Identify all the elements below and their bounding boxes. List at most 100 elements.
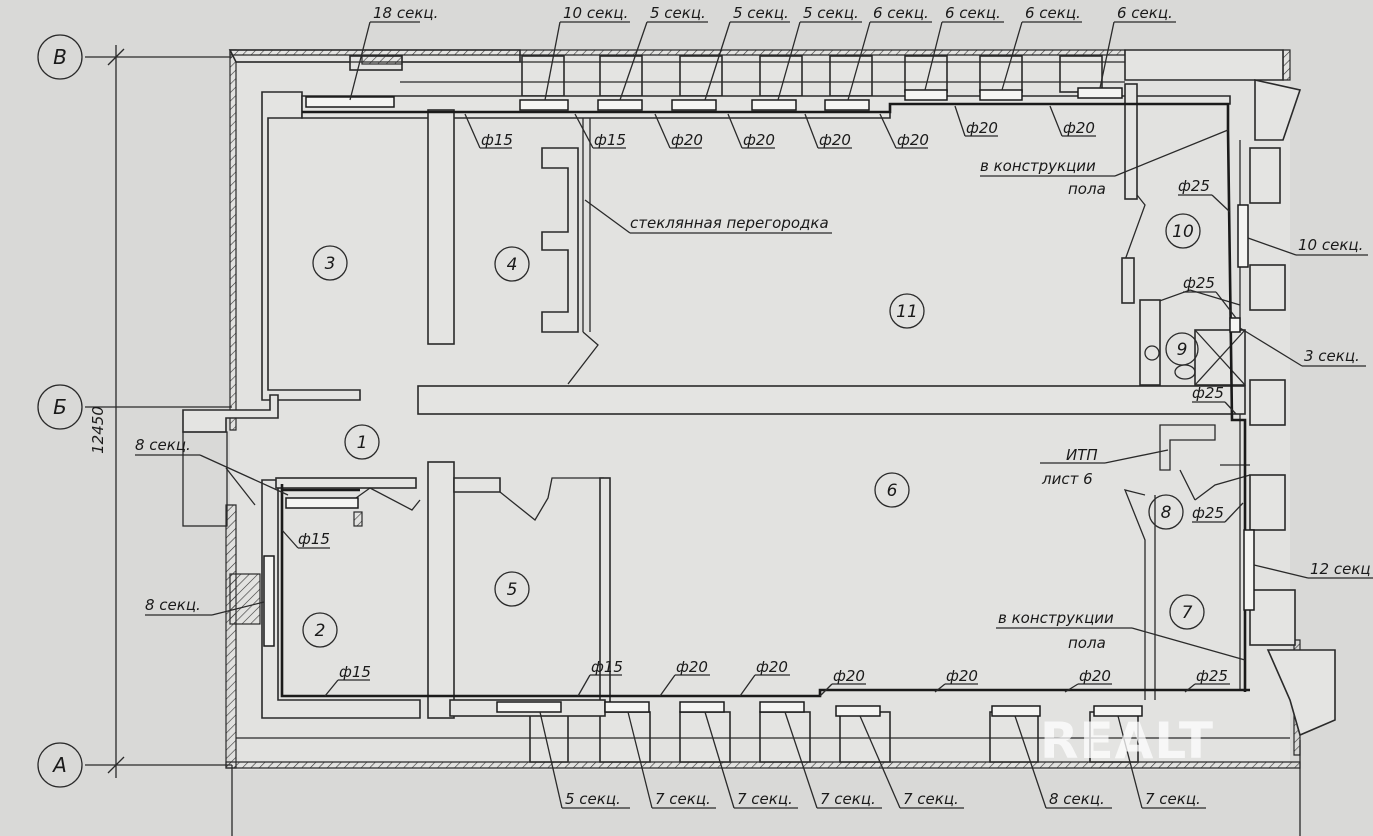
pipe-label: ф20	[671, 131, 703, 149]
radiator	[979, 89, 1023, 101]
pipe-label: ф20	[676, 658, 708, 676]
pipe-label: ф20	[1079, 667, 1111, 685]
radiator	[1237, 204, 1249, 268]
radiator-label: 5 секц.	[803, 4, 859, 22]
itp-note-sheet: лист 6	[1041, 470, 1093, 488]
radiator-label: 8 секц.	[135, 436, 191, 454]
radiator	[1243, 529, 1255, 611]
room-number: 7	[1182, 603, 1193, 623]
radiator-label: 10 секц.	[1298, 236, 1363, 254]
grid-axes: В Б А 12450	[37, 34, 1301, 836]
radiator	[597, 99, 643, 111]
watermark: REALT	[1040, 712, 1214, 770]
radiator-labels-top: 18 секц. 10 секц. 5 секц. 5 секц. 5 секц…	[349, 4, 1176, 101]
radiator-label: 7 секц.	[820, 790, 876, 808]
window-piers-top	[236, 55, 1125, 97]
radiator-labels-bottom: 5 секц. 7 секц. 7 секц. 7 секц. 7 секц. …	[539, 711, 1206, 809]
radiator-label: 8 секц.	[1049, 790, 1105, 808]
pipe-labels-bottom: ф15 ф15 ф20 ф20 ф20 ф20 ф20 ф25	[324, 658, 1230, 697]
pipe-label: ф20	[833, 667, 865, 685]
room-number: 1	[357, 433, 368, 453]
radiator	[835, 705, 881, 717]
radiator-label: 7 секц.	[737, 790, 793, 808]
glass-partition-note: стеклянная перегородка	[630, 214, 829, 232]
radiator-label: 10 секц.	[563, 4, 628, 22]
itp-note: ИТП	[1066, 446, 1098, 464]
radiator	[285, 497, 359, 509]
pipe-label: ф25	[1178, 177, 1210, 195]
pipe-label: ф25	[1192, 504, 1224, 522]
annotations: стеклянная перегородка в конструкции пол…	[584, 129, 1246, 661]
pipe-label: ф15	[339, 663, 371, 681]
pipe-label: ф15	[481, 131, 513, 149]
pipe-label: ф20	[897, 131, 929, 149]
radiator	[759, 701, 805, 713]
radiator-label: 5 секц.	[650, 4, 706, 22]
radiator-label: 8 секц.	[145, 596, 201, 614]
left-labels: 8 секц. 8 секц. ф15	[135, 436, 330, 616]
room-number: 2	[315, 621, 326, 641]
radiator	[991, 705, 1041, 717]
room-number: 3	[325, 254, 336, 274]
radiator	[1229, 317, 1241, 333]
pipe-label: ф20	[756, 658, 788, 676]
pipe-labels-top: ф15 ф15 ф20 ф20 ф20 ф20 ф20 ф20	[464, 105, 1096, 149]
room-number: 8	[1161, 503, 1172, 523]
radiator-label: 6 секц.	[873, 4, 929, 22]
axis-marker-top	[37, 34, 83, 80]
in-floor-note-bottom-2: пола	[1068, 634, 1106, 652]
in-floor-note-top: в конструкции	[980, 157, 1096, 175]
radiator-label: 3 секц.	[1304, 347, 1360, 365]
radiator-label: 7 секц.	[1145, 790, 1201, 808]
room-number: 10	[1172, 222, 1194, 242]
pipe-label: ф20	[946, 667, 978, 685]
pipe-label: ф20	[966, 119, 998, 137]
room-number: 5	[507, 580, 518, 600]
radiator	[671, 99, 717, 111]
radiator-label: 5 секц.	[733, 4, 789, 22]
pipe-label: ф20	[1063, 119, 1095, 137]
axis-label-bottom: А	[51, 753, 67, 777]
in-floor-note-bottom: в конструкции	[998, 609, 1114, 627]
radiator	[519, 99, 569, 111]
room-numbers: 1 2 3 4 5 6 7 8 9 10 11	[302, 213, 1205, 648]
radiator	[679, 701, 725, 713]
radiators	[229, 87, 1255, 717]
pipe-label: ф25	[1183, 274, 1215, 292]
pipe-label: ф20	[743, 131, 775, 149]
in-floor-note-top-2: пола	[1068, 180, 1106, 198]
room-number: 4	[507, 255, 518, 275]
radiator	[904, 89, 948, 101]
axis-label-middle: Б	[53, 395, 67, 419]
room-number: 11	[896, 302, 918, 322]
pipe-label: ф15	[594, 131, 626, 149]
radiator	[824, 99, 870, 111]
window-piers-right	[1239, 79, 1336, 737]
radiator	[604, 701, 650, 713]
axis-marker-middle	[37, 384, 83, 430]
radiator-label: 5 секц.	[565, 790, 621, 808]
pipe-label: ф20	[819, 131, 851, 149]
radiator	[305, 96, 395, 108]
radiator-label: 6 секц.	[1025, 4, 1081, 22]
radiator	[1077, 87, 1123, 99]
window-piers-bottom	[236, 711, 1290, 763]
radiator-label: 12 секц	[1310, 560, 1371, 578]
radiator	[263, 555, 275, 647]
radiator	[751, 99, 797, 111]
pipe-label: ф25	[1196, 667, 1228, 685]
axis-label-top: В	[53, 45, 67, 69]
pipe-label: ф15	[591, 658, 623, 676]
overall-dimension: 12450	[89, 406, 107, 454]
radiator-label: 18 секц.	[373, 4, 438, 22]
room-number: 9	[1177, 340, 1188, 360]
radiator	[496, 701, 562, 713]
pipe-label: ф25	[1192, 384, 1224, 402]
radiator-label: 6 секц.	[945, 4, 1001, 22]
room-number: 6	[887, 481, 898, 501]
radiator-label: 6 секц.	[1117, 4, 1173, 22]
pipe-label: ф15	[298, 530, 330, 548]
right-labels: ф25 10 секц. ф25 3 секц. ф25 ф25 12 секц	[1178, 177, 1373, 579]
